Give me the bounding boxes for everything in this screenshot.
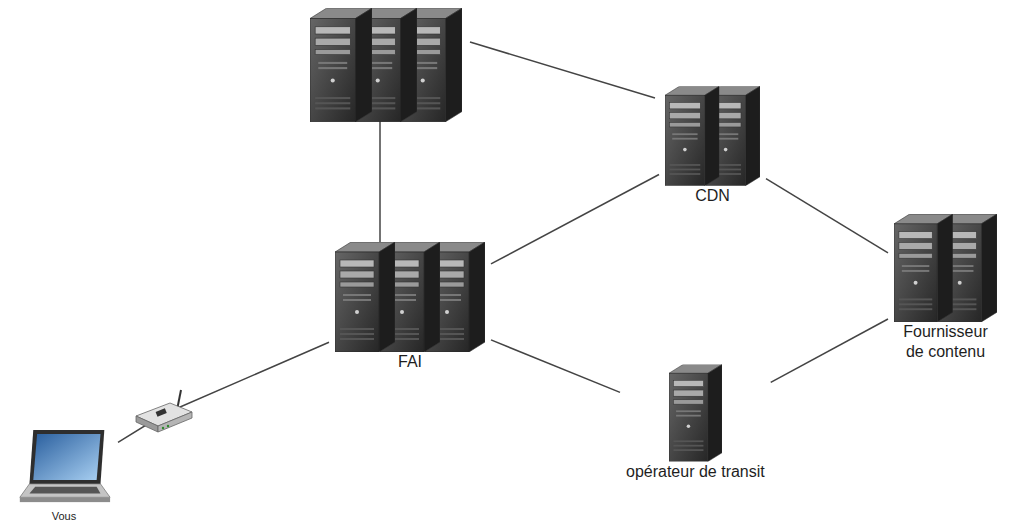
cdn-servers: CDN [659, 84, 766, 208]
isp-servers: FAI [329, 240, 491, 374]
node-label: FAI [398, 352, 422, 372]
server-icon [665, 86, 760, 186]
network-link [491, 340, 620, 392]
network-link [379, 118, 381, 242]
network-link [118, 342, 329, 442]
node-label: CDN [695, 186, 730, 206]
laptop-icon [16, 428, 112, 510]
server-cluster [310, 8, 462, 122]
server-icon [669, 364, 722, 462]
network-link [766, 179, 888, 253]
server-icon [894, 214, 997, 322]
network-link [470, 42, 655, 98]
server-icon [335, 242, 485, 352]
user-laptop: Vous [10, 426, 118, 525]
network-link [771, 319, 888, 382]
router-icon [136, 390, 192, 432]
transit-server: opérateur de transit [620, 362, 771, 484]
node-label: Vous [52, 510, 76, 523]
node-label: opérateur de transit [626, 462, 765, 482]
node-label: Fournisseur de contenu [903, 322, 987, 362]
content-provider-servers: Fournisseur de contenu [888, 212, 1003, 364]
network-link [491, 174, 659, 263]
